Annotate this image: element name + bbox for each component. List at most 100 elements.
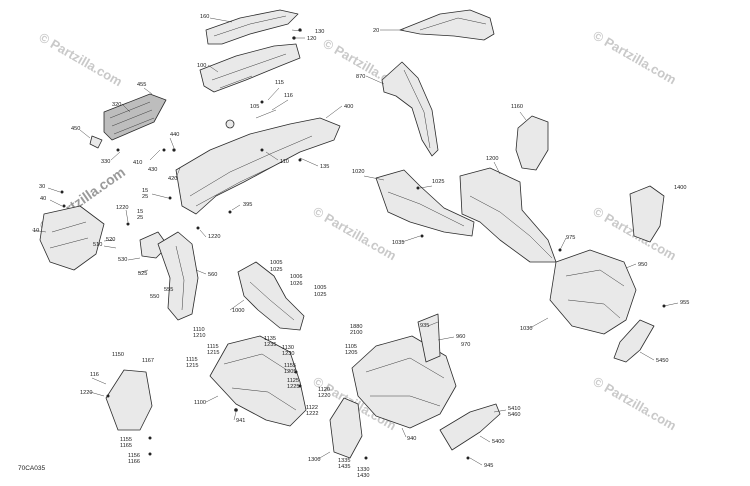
part-100 bbox=[199, 43, 301, 93]
part-1000 bbox=[237, 261, 305, 331]
callout-970: 970 bbox=[461, 342, 470, 348]
callout-116: 116 bbox=[284, 93, 293, 99]
callout-1220: 1220 bbox=[208, 234, 220, 240]
callout-40: 40 bbox=[40, 196, 46, 202]
callout-1006: 1006 bbox=[290, 274, 302, 280]
callout-10: 10 bbox=[33, 228, 39, 234]
callout-1300: 1300 bbox=[308, 457, 320, 463]
callout-455: 455 bbox=[137, 82, 146, 88]
callout-420: 420 bbox=[168, 176, 177, 182]
callout-1880: 1880 bbox=[350, 324, 362, 330]
callout-25: 25 bbox=[142, 194, 148, 200]
part-1300 bbox=[329, 397, 363, 459]
part-20 bbox=[399, 9, 495, 41]
callout-1155: 1155 bbox=[120, 437, 132, 443]
part-550 bbox=[157, 231, 199, 321]
callout-1115: 1115 bbox=[186, 357, 198, 363]
callout-525: 525 bbox=[138, 271, 147, 277]
callout-1200: 1200 bbox=[486, 156, 498, 162]
callout-1020: 1020 bbox=[352, 169, 364, 175]
part-10 bbox=[39, 205, 105, 271]
callout-1110: 1110 bbox=[193, 327, 205, 333]
callout-440: 440 bbox=[170, 132, 179, 138]
callout-1105: 1105 bbox=[345, 344, 357, 350]
leader-lines bbox=[31, 17, 679, 466]
callout-100: 100 bbox=[197, 63, 206, 69]
callout-1156: 1156 bbox=[128, 453, 140, 459]
callout-410: 410 bbox=[133, 160, 142, 166]
callout-940: 940 bbox=[407, 436, 416, 442]
callout-1167: 1167 bbox=[142, 358, 154, 364]
callout-1130: 1130 bbox=[282, 345, 294, 351]
callout-1430: 1430 bbox=[357, 473, 369, 479]
callout-1205: 1205 bbox=[284, 369, 296, 375]
callout-20: 20 bbox=[373, 28, 379, 34]
part-knob bbox=[225, 119, 235, 129]
callout-1125: 1125 bbox=[287, 378, 299, 384]
callout-1435: 1435 bbox=[338, 464, 350, 470]
part-1100 bbox=[209, 335, 307, 427]
callout-555: 555 bbox=[164, 287, 173, 293]
callout-105: 105 bbox=[250, 104, 259, 110]
callout-1220: 1220 bbox=[116, 205, 128, 211]
callout-30: 30 bbox=[39, 184, 45, 190]
part-1400 bbox=[629, 185, 665, 243]
callout-1165: 1165 bbox=[120, 443, 132, 449]
callout-5450: 5450 bbox=[656, 358, 668, 364]
part-1160 bbox=[515, 115, 549, 171]
part-1150 bbox=[105, 369, 153, 431]
part-450 bbox=[89, 135, 103, 149]
callout-1035: 1035 bbox=[392, 240, 404, 246]
callout-950: 950 bbox=[638, 262, 647, 268]
callout-510: 510 bbox=[93, 242, 102, 248]
callout-430: 430 bbox=[148, 167, 157, 173]
part-1020 bbox=[375, 169, 475, 237]
callout-530: 530 bbox=[118, 257, 127, 263]
callout-1215: 1215 bbox=[186, 363, 198, 369]
callout-1222: 1222 bbox=[306, 411, 318, 417]
reference-code: 70CA035 bbox=[18, 465, 45, 472]
callout-1166: 1166 bbox=[128, 459, 140, 465]
callout-1025: 1025 bbox=[314, 292, 326, 298]
callout-1005: 1005 bbox=[270, 260, 282, 266]
callout-941: 941 bbox=[236, 418, 245, 424]
callout-160: 160 bbox=[200, 14, 209, 20]
callout-1000: 1000 bbox=[232, 308, 244, 314]
callout-1215: 1215 bbox=[207, 350, 219, 356]
callout-110: 110 bbox=[280, 159, 289, 165]
callout-130: 130 bbox=[315, 29, 324, 35]
callout-1025: 1025 bbox=[432, 179, 444, 185]
callout-550: 550 bbox=[150, 294, 159, 300]
part-5450 bbox=[613, 319, 655, 363]
callout-975: 975 bbox=[566, 235, 575, 241]
callout-1155: 1155 bbox=[284, 363, 296, 369]
callout-520: 520 bbox=[106, 237, 115, 243]
part-400 bbox=[175, 117, 341, 215]
callout-1220: 1220 bbox=[318, 393, 330, 399]
callout-1160: 1160 bbox=[511, 104, 523, 110]
callout-5410: 5410 bbox=[508, 406, 520, 412]
callout-960: 960 bbox=[456, 334, 465, 340]
callout-labels: 160 130 120 20 100 870 115 116 105 455 3… bbox=[33, 14, 689, 479]
callout-5400: 5400 bbox=[492, 439, 504, 445]
callout-1122: 1122 bbox=[306, 405, 318, 411]
callout-2100: 2100 bbox=[350, 330, 362, 336]
part-870 bbox=[381, 61, 439, 157]
parts bbox=[39, 9, 665, 459]
callout-1120: 1120 bbox=[318, 387, 330, 393]
part-5400 bbox=[439, 403, 501, 451]
callout-5460: 5460 bbox=[508, 412, 520, 418]
callout-116: 116 bbox=[90, 372, 99, 378]
callout-395: 395 bbox=[243, 202, 252, 208]
callout-25: 25 bbox=[137, 215, 143, 221]
callout-1115: 1115 bbox=[207, 344, 219, 350]
callout-15: 15 bbox=[142, 188, 148, 194]
callout-560: 560 bbox=[208, 272, 217, 278]
callout-935: 935 bbox=[420, 323, 429, 329]
callout-1205: 1205 bbox=[345, 350, 357, 356]
callout-400: 400 bbox=[344, 104, 353, 110]
callout-1230: 1230 bbox=[282, 351, 294, 357]
callout-15: 15 bbox=[137, 209, 143, 215]
callout-1225: 1225 bbox=[287, 384, 299, 390]
